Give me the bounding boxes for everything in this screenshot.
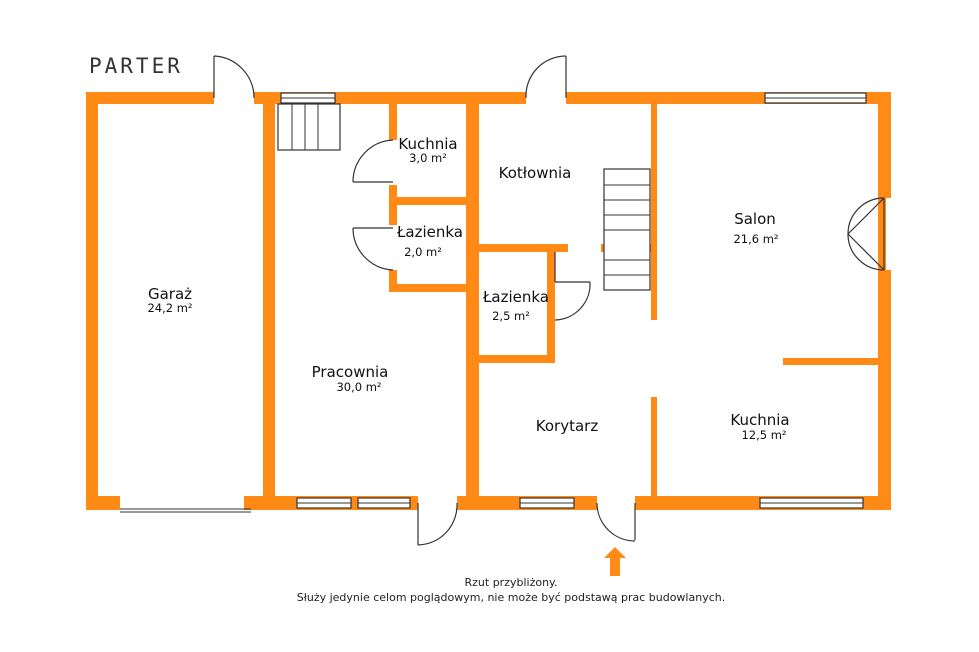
- room-name: Kuchnia: [730, 411, 789, 429]
- interior-walls: [263, 92, 891, 510]
- room-name: Kuchnia: [398, 135, 457, 153]
- disclaimer-line-2: Służy jedynie celom poglądowym, nie może…: [297, 591, 725, 604]
- stairs-left: [277, 103, 341, 151]
- room-area: 24,2 m²: [147, 301, 192, 315]
- disclaimer-line-1: Rzut przybliżony.: [465, 576, 558, 589]
- door-salon-balcony: [847, 197, 892, 271]
- room-name: Kotłownia: [499, 164, 572, 182]
- window-top-left: [280, 92, 336, 104]
- entrance-arrow-icon: [604, 547, 626, 576]
- stairs-right: [603, 168, 651, 291]
- door-lazienka-left: [352, 227, 394, 271]
- room-name: Łazienka: [396, 223, 463, 241]
- window-top-right: [764, 92, 867, 104]
- window-bottom-3: [519, 497, 575, 509]
- window-bottom-4: [759, 497, 864, 509]
- room-area: 12,5 m²: [741, 428, 786, 442]
- room-area: 2,5 m²: [492, 309, 530, 323]
- garage-gate: [120, 508, 251, 513]
- room-area: 21,6 m²: [733, 232, 778, 246]
- window-bottom-2: [357, 497, 411, 509]
- floor-title: PARTER: [89, 54, 183, 78]
- room-kotlownia: Kotłownia: [499, 164, 572, 182]
- room-korytarz: Korytarz: [536, 417, 599, 435]
- door-entrance: [596, 502, 636, 542]
- door-kuchnia-small: [352, 139, 394, 183]
- room-name: Łazienka: [482, 288, 549, 306]
- door-pracownia-bottom: [417, 502, 458, 546]
- door-lazienka-mid: [554, 252, 591, 321]
- room-lazienka-mid: Łazienka 2,5 m²: [482, 288, 549, 323]
- window-bottom-1: [296, 497, 352, 509]
- room-salon: Salon 21,6 m²: [733, 210, 778, 246]
- room-name: Pracownia: [312, 363, 389, 381]
- room-lazienka-left: Łazienka 2,0 m²: [396, 223, 463, 259]
- room-garaz: Garaż 24,2 m²: [147, 285, 192, 315]
- room-area: 30,0 m²: [336, 380, 381, 394]
- room-name: Salon: [734, 210, 776, 228]
- room-area: 2,0 m²: [404, 245, 442, 259]
- room-name: Garaż: [148, 285, 192, 303]
- door-kotlownia-top: [525, 55, 567, 99]
- room-name: Korytarz: [536, 417, 599, 435]
- room-pracownia: Pracownia 30,0 m²: [312, 363, 389, 394]
- door-garage-top: [213, 55, 255, 99]
- room-kuchnia-small: Kuchnia 3,0 m²: [398, 135, 457, 165]
- room-area: 3,0 m²: [409, 151, 447, 165]
- room-kuchnia-large: Kuchnia 12,5 m²: [730, 411, 789, 442]
